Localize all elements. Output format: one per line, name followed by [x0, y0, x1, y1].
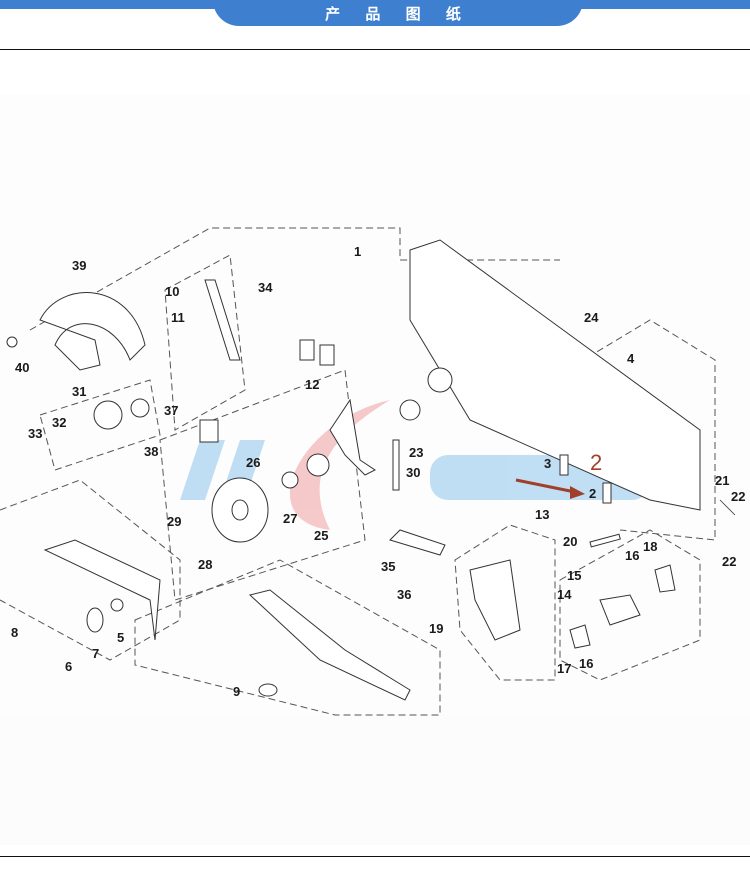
- callout: 30: [406, 465, 420, 480]
- callout: 16: [625, 548, 639, 563]
- blank-panel: [0, 715, 750, 845]
- callout: 5: [117, 630, 124, 645]
- highlight-label: 2: [590, 450, 602, 475]
- callout: 27: [283, 511, 297, 526]
- assembly-outlines: [0, 227, 716, 716]
- highlight-arrow: 2: [515, 450, 602, 499]
- callout: 18: [643, 539, 657, 554]
- callout: 22: [731, 489, 745, 504]
- callout: 28: [198, 557, 212, 572]
- callout: 11: [171, 310, 185, 325]
- callout: 20: [563, 534, 577, 549]
- callout: 1: [354, 244, 361, 259]
- callout: 9: [233, 684, 240, 699]
- callout: 15: [567, 568, 581, 583]
- callout: 25: [314, 528, 328, 543]
- callout: 3: [544, 456, 551, 471]
- callout: 38: [144, 444, 158, 459]
- callout: 23: [409, 445, 423, 460]
- callout: 40: [15, 360, 29, 375]
- callout: 39: [72, 258, 86, 273]
- callout: 35: [381, 559, 395, 574]
- callout: 31: [72, 384, 86, 399]
- callout: 6: [65, 659, 72, 674]
- callout: 22: [722, 554, 736, 569]
- callout: 7: [92, 646, 99, 661]
- callout: 33: [28, 426, 42, 441]
- callout: 13: [535, 507, 549, 522]
- callout: 8: [11, 625, 18, 640]
- callout: 37: [164, 403, 178, 418]
- callouts: 39 40 10 34 11 1 24 4 12 31 37 32 33 38 …: [11, 244, 745, 699]
- parts: [6, 239, 736, 701]
- callout: 32: [52, 415, 66, 430]
- callout: 29: [167, 514, 181, 529]
- section-title: 产 品 图 纸: [213, 0, 583, 26]
- callout: 4: [627, 351, 635, 366]
- callout: 24: [584, 310, 599, 325]
- top-divider: [0, 49, 750, 50]
- callout: 26: [246, 455, 260, 470]
- callout: 16: [579, 656, 593, 671]
- callout: 12: [305, 377, 319, 392]
- callout: 19: [429, 621, 443, 636]
- callout: 21: [715, 473, 729, 488]
- callout: 34: [258, 280, 273, 295]
- callout: 14: [557, 587, 572, 602]
- callout: 10: [165, 284, 179, 299]
- callout: 36: [397, 587, 411, 602]
- bottom-divider: [0, 856, 750, 857]
- callout: 2: [589, 486, 596, 501]
- callout: 17: [557, 661, 571, 676]
